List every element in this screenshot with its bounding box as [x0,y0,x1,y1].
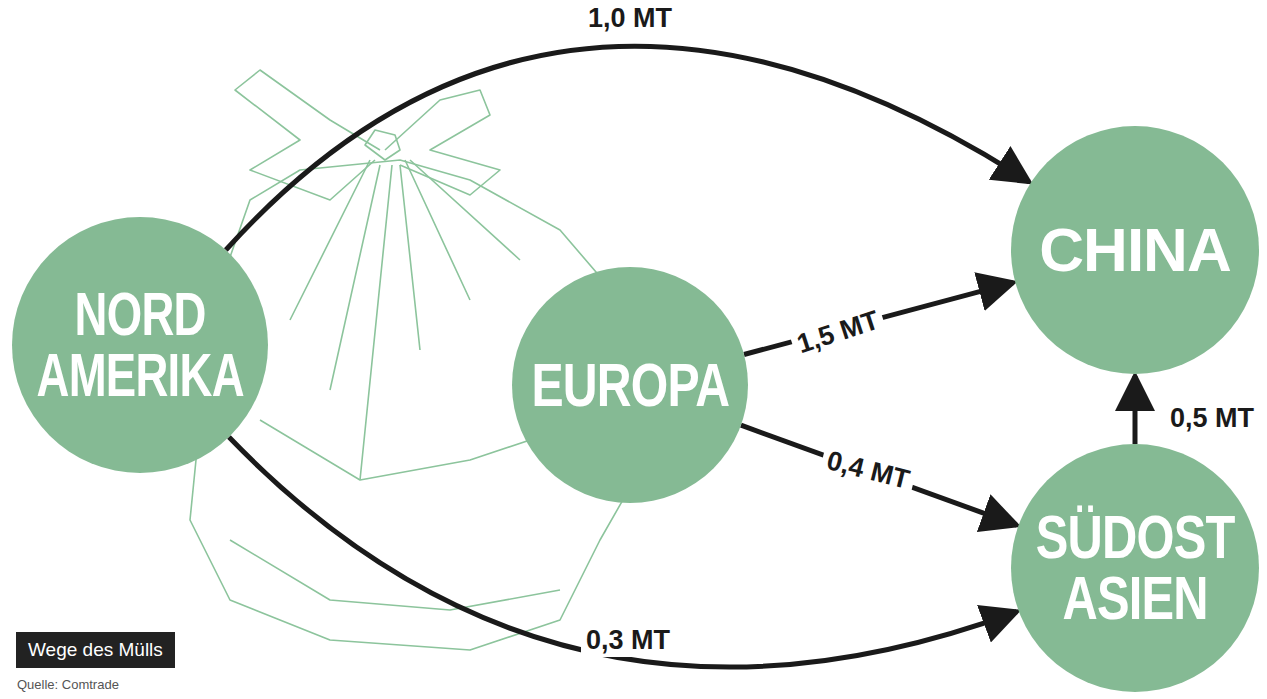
source-note: Quelle: Comtrade [17,677,119,692]
region-name: CHINA [1039,220,1230,281]
flow-arrow [1133,376,1138,444]
region-circle: SÜDOST ASIEN [1011,444,1259,692]
flow-arrow [226,46,1029,250]
flow-amount: 0,5 MT [1165,402,1259,435]
flow-amount: 1,0 MT [583,2,677,35]
region-name: SÜDOST ASIEN [1036,507,1235,629]
region-circle: CHINA [1011,126,1259,374]
region-name: EUROPA [531,355,729,416]
flow-amount: 1,5 MT [788,302,888,362]
flow-amount: 0,3 MT [581,624,675,657]
region-name: NORD AMERIKA [36,284,243,406]
region-circle: EUROPA [512,267,748,503]
region-circle: NORD AMERIKA [12,217,268,473]
flow-arrow [741,425,1017,525]
flow-amount: 0,4 MT [818,443,917,498]
chart-title: Wege des Mülls [16,632,175,668]
